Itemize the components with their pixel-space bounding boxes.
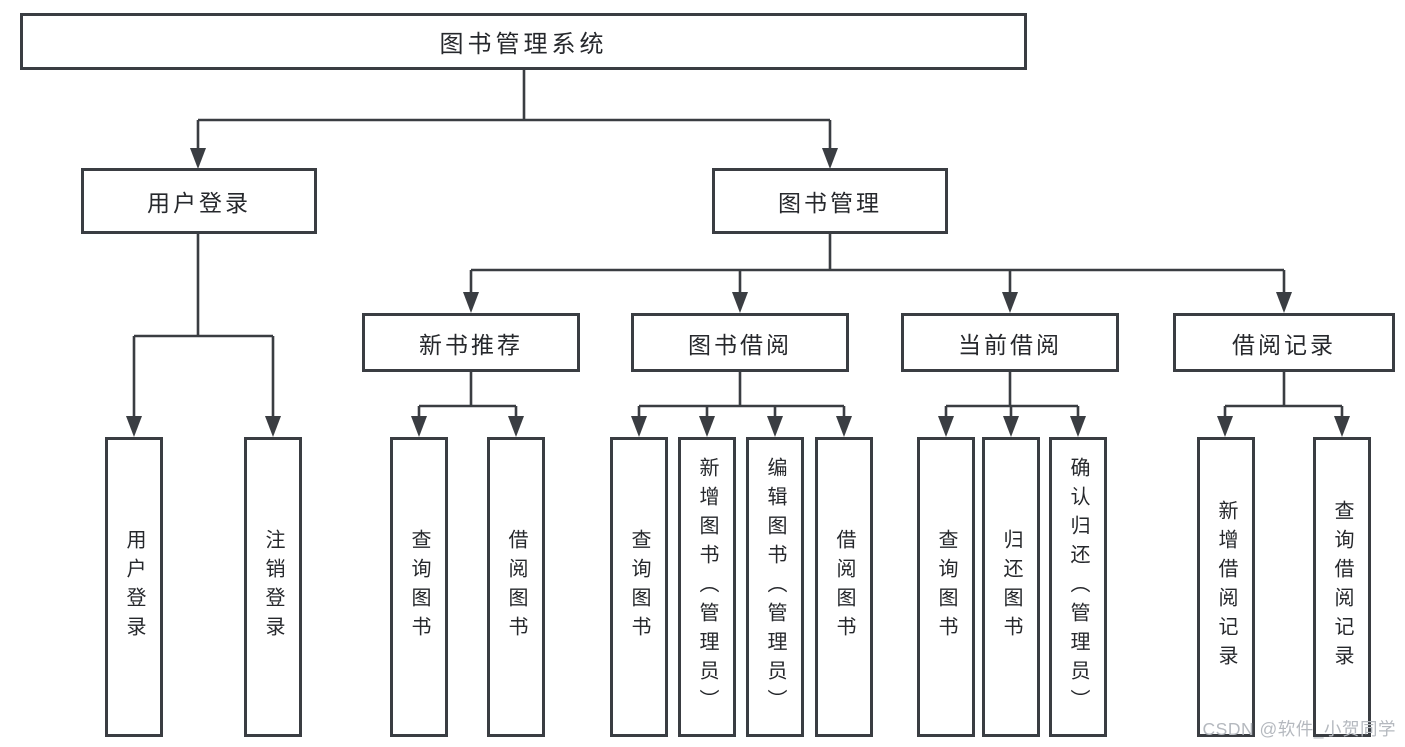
node-book-borrowing: 图书借阅 (631, 313, 849, 372)
node-book-management: 图书管理 (712, 168, 948, 234)
node-current-borrowing: 当前借阅 (901, 313, 1119, 372)
leaf-return-book: 归还图书 (982, 437, 1040, 737)
node-root-system: 图书管理系统 (20, 13, 1027, 70)
leaf-add-borrow-record: 新增借阅记录 (1197, 437, 1255, 737)
leaf-query-books-borrow: 查询图书 (610, 437, 668, 737)
leaf-query-borrow-record: 查询借阅记录 (1313, 437, 1371, 737)
leaf-user-login: 用户登录 (105, 437, 163, 737)
arrowheads (126, 148, 1350, 437)
node-new-book-recommend: 新书推荐 (362, 313, 580, 372)
node-borrowing-records: 借阅记录 (1173, 313, 1395, 372)
leaf-borrow-books-recommend: 借阅图书 (487, 437, 545, 737)
leaf-edit-book-admin: 编辑图书（管理员） (746, 437, 804, 737)
leaf-confirm-return-admin: 确认归还（管理员） (1049, 437, 1107, 737)
leaf-borrow-books: 借阅图书 (815, 437, 873, 737)
leaf-query-books-recommend: 查询图书 (390, 437, 448, 737)
leaf-logout: 注销登录 (244, 437, 302, 737)
leaf-query-books-current: 查询图书 (917, 437, 975, 737)
csdn-watermark: CSDN @软件_小贺同学 (1202, 719, 1396, 739)
leaf-add-book-admin: 新增图书（管理员） (678, 437, 736, 737)
node-user-login: 用户登录 (81, 168, 317, 234)
